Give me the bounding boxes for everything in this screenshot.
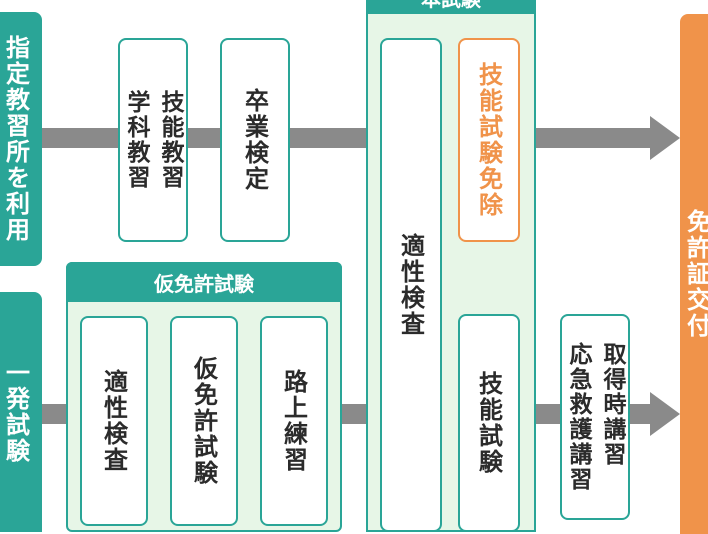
step-skill-test: 技能試験 [458,314,520,532]
license-issue-text: 免許証交付 [680,209,708,339]
step-provisional-test-text: 仮免許試験 [187,356,222,486]
route-label-driving-school-text: 指定教習所を利用 [0,35,34,243]
top-route-arrowhead [650,116,680,160]
step-graduation-test: 卒業検定 [220,38,290,242]
bottom-route-arrowhead [650,392,680,436]
provisional-group-header: 仮免許試験 [66,262,342,302]
step-lessons: 技能教習 学科教習 [118,38,188,242]
step-provisional-test: 仮免許試験 [170,316,238,526]
step-lessons-text: 技能教習 学科教習 [119,90,187,190]
step-road-practice-text: 路上練習 [277,369,312,473]
step-lectures-text: 取得時講習 応急救護講習 [561,342,629,492]
step-skill-exempt: 技能試験免除 [458,38,520,242]
main-exam-title: 本試験 [421,0,481,12]
route-label-direct-test: 一発試験 [0,292,42,532]
provisional-group-title: 仮免許試験 [154,268,254,297]
route-label-driving-school: 指定教習所を利用 [0,12,42,266]
step-main-aptitude: 適性検査 [380,38,442,532]
step-provisional-aptitude: 適性検査 [80,316,148,526]
step-skill-test-text: 技能試験 [472,371,507,475]
license-issue-column: 免許証交付 [680,14,708,534]
step-main-aptitude-text: 適性検査 [394,233,429,337]
main-exam-header: 本試験 [366,0,536,14]
step-road-practice: 路上練習 [260,316,328,526]
step-provisional-aptitude-text: 適性検査 [97,369,132,473]
step-graduation-test-text: 卒業検定 [238,88,273,192]
step-lectures: 取得時講習 応急救護講習 [560,314,630,520]
step-skill-exempt-text: 技能試験免除 [472,62,507,218]
route-label-direct-test-text: 一発試験 [0,360,34,464]
